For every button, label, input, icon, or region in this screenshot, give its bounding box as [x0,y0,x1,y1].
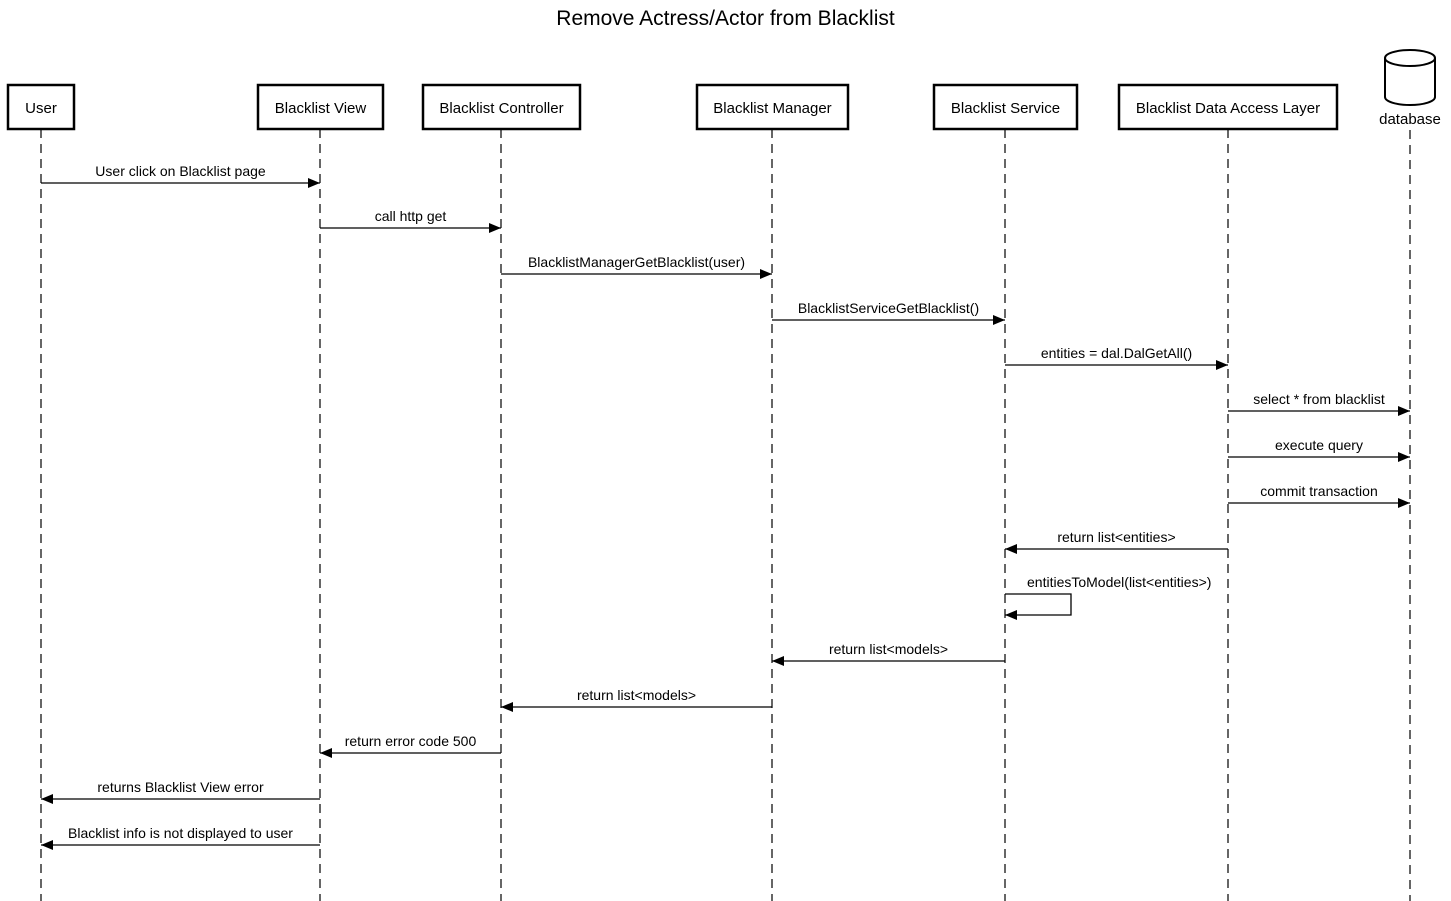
message: return list<models> [501,687,772,712]
participant-dal: Blacklist Data Access Layer [1117,83,1339,131]
message-label: BlacklistManagerGetBlacklist(user) [528,254,745,270]
message: commit transaction [1228,483,1410,508]
message-label: return list<models> [829,641,948,657]
message: return error code 500 [320,733,501,758]
message-label: return list<models> [577,687,696,703]
message: Blacklist info is not displayed to user [41,825,320,850]
participant-view: Blacklist View [256,83,385,131]
message: BlacklistServiceGetBlacklist() [772,300,1005,325]
participant-box [695,83,850,131]
message-label: entities = dal.DalGetAll() [1041,345,1192,361]
messages: User click on Blacklist page call http ge… [41,163,1410,850]
message: return list<models> [772,641,1005,666]
participant-controller: Blacklist Controller [421,83,582,131]
participant-label: User [25,100,57,117]
message-label: select * from blacklist [1253,391,1385,407]
participant-label: Blacklist View [275,100,367,117]
message-label: Blacklist info is not displayed to user [68,825,293,841]
participant-box [6,83,76,131]
message: select * from blacklist [1228,391,1410,416]
participant-label: database [1379,111,1441,128]
message-label: call http get [375,208,447,224]
database-icon-top [1384,49,1436,67]
message: returns Blacklist View error [41,779,320,804]
lifelines [40,129,1411,901]
participant-label: Blacklist Service [951,100,1060,117]
message-label: returns Blacklist View error [97,779,264,795]
message: entitiesToModel(list<entities>) [1005,574,1211,620]
participant-box [256,83,385,131]
participant-service: Blacklist Service [932,83,1079,131]
message-label: execute query [1275,437,1363,453]
participant-label: Blacklist Manager [713,100,831,117]
participant-manager: Blacklist Manager [695,83,850,131]
message: call http get [320,208,501,233]
participant-user: User [6,83,76,131]
message: User click on Blacklist page [41,163,320,188]
participant-db: database [1379,49,1441,128]
message: BlacklistManagerGetBlacklist(user) [501,254,772,279]
message: return list<entities> [1005,529,1228,554]
message-label: User click on Blacklist page [95,163,266,179]
participants: User Blacklist View Blacklist Controller Bl… [6,49,1441,131]
database-icon [1384,58,1436,106]
message-label: return list<entities> [1057,529,1175,545]
message-label: commit transaction [1260,483,1377,499]
participant-box [1117,83,1339,131]
diagram-title: Remove Actress/Actor from Blacklist [556,7,895,30]
participant-box [421,83,582,131]
message-label: BlacklistServiceGetBlacklist() [798,300,979,316]
participant-box [932,83,1079,131]
message-label: entitiesToModel(list<entities>) [1027,574,1211,590]
self-message-arrow [1005,593,1072,620]
message-label: return error code 500 [345,733,477,749]
participant-label: Blacklist Data Access Layer [1136,100,1320,117]
participant-label: Blacklist Controller [439,100,563,117]
message: entities = dal.DalGetAll() [1005,345,1228,370]
message: execute query [1228,437,1410,462]
